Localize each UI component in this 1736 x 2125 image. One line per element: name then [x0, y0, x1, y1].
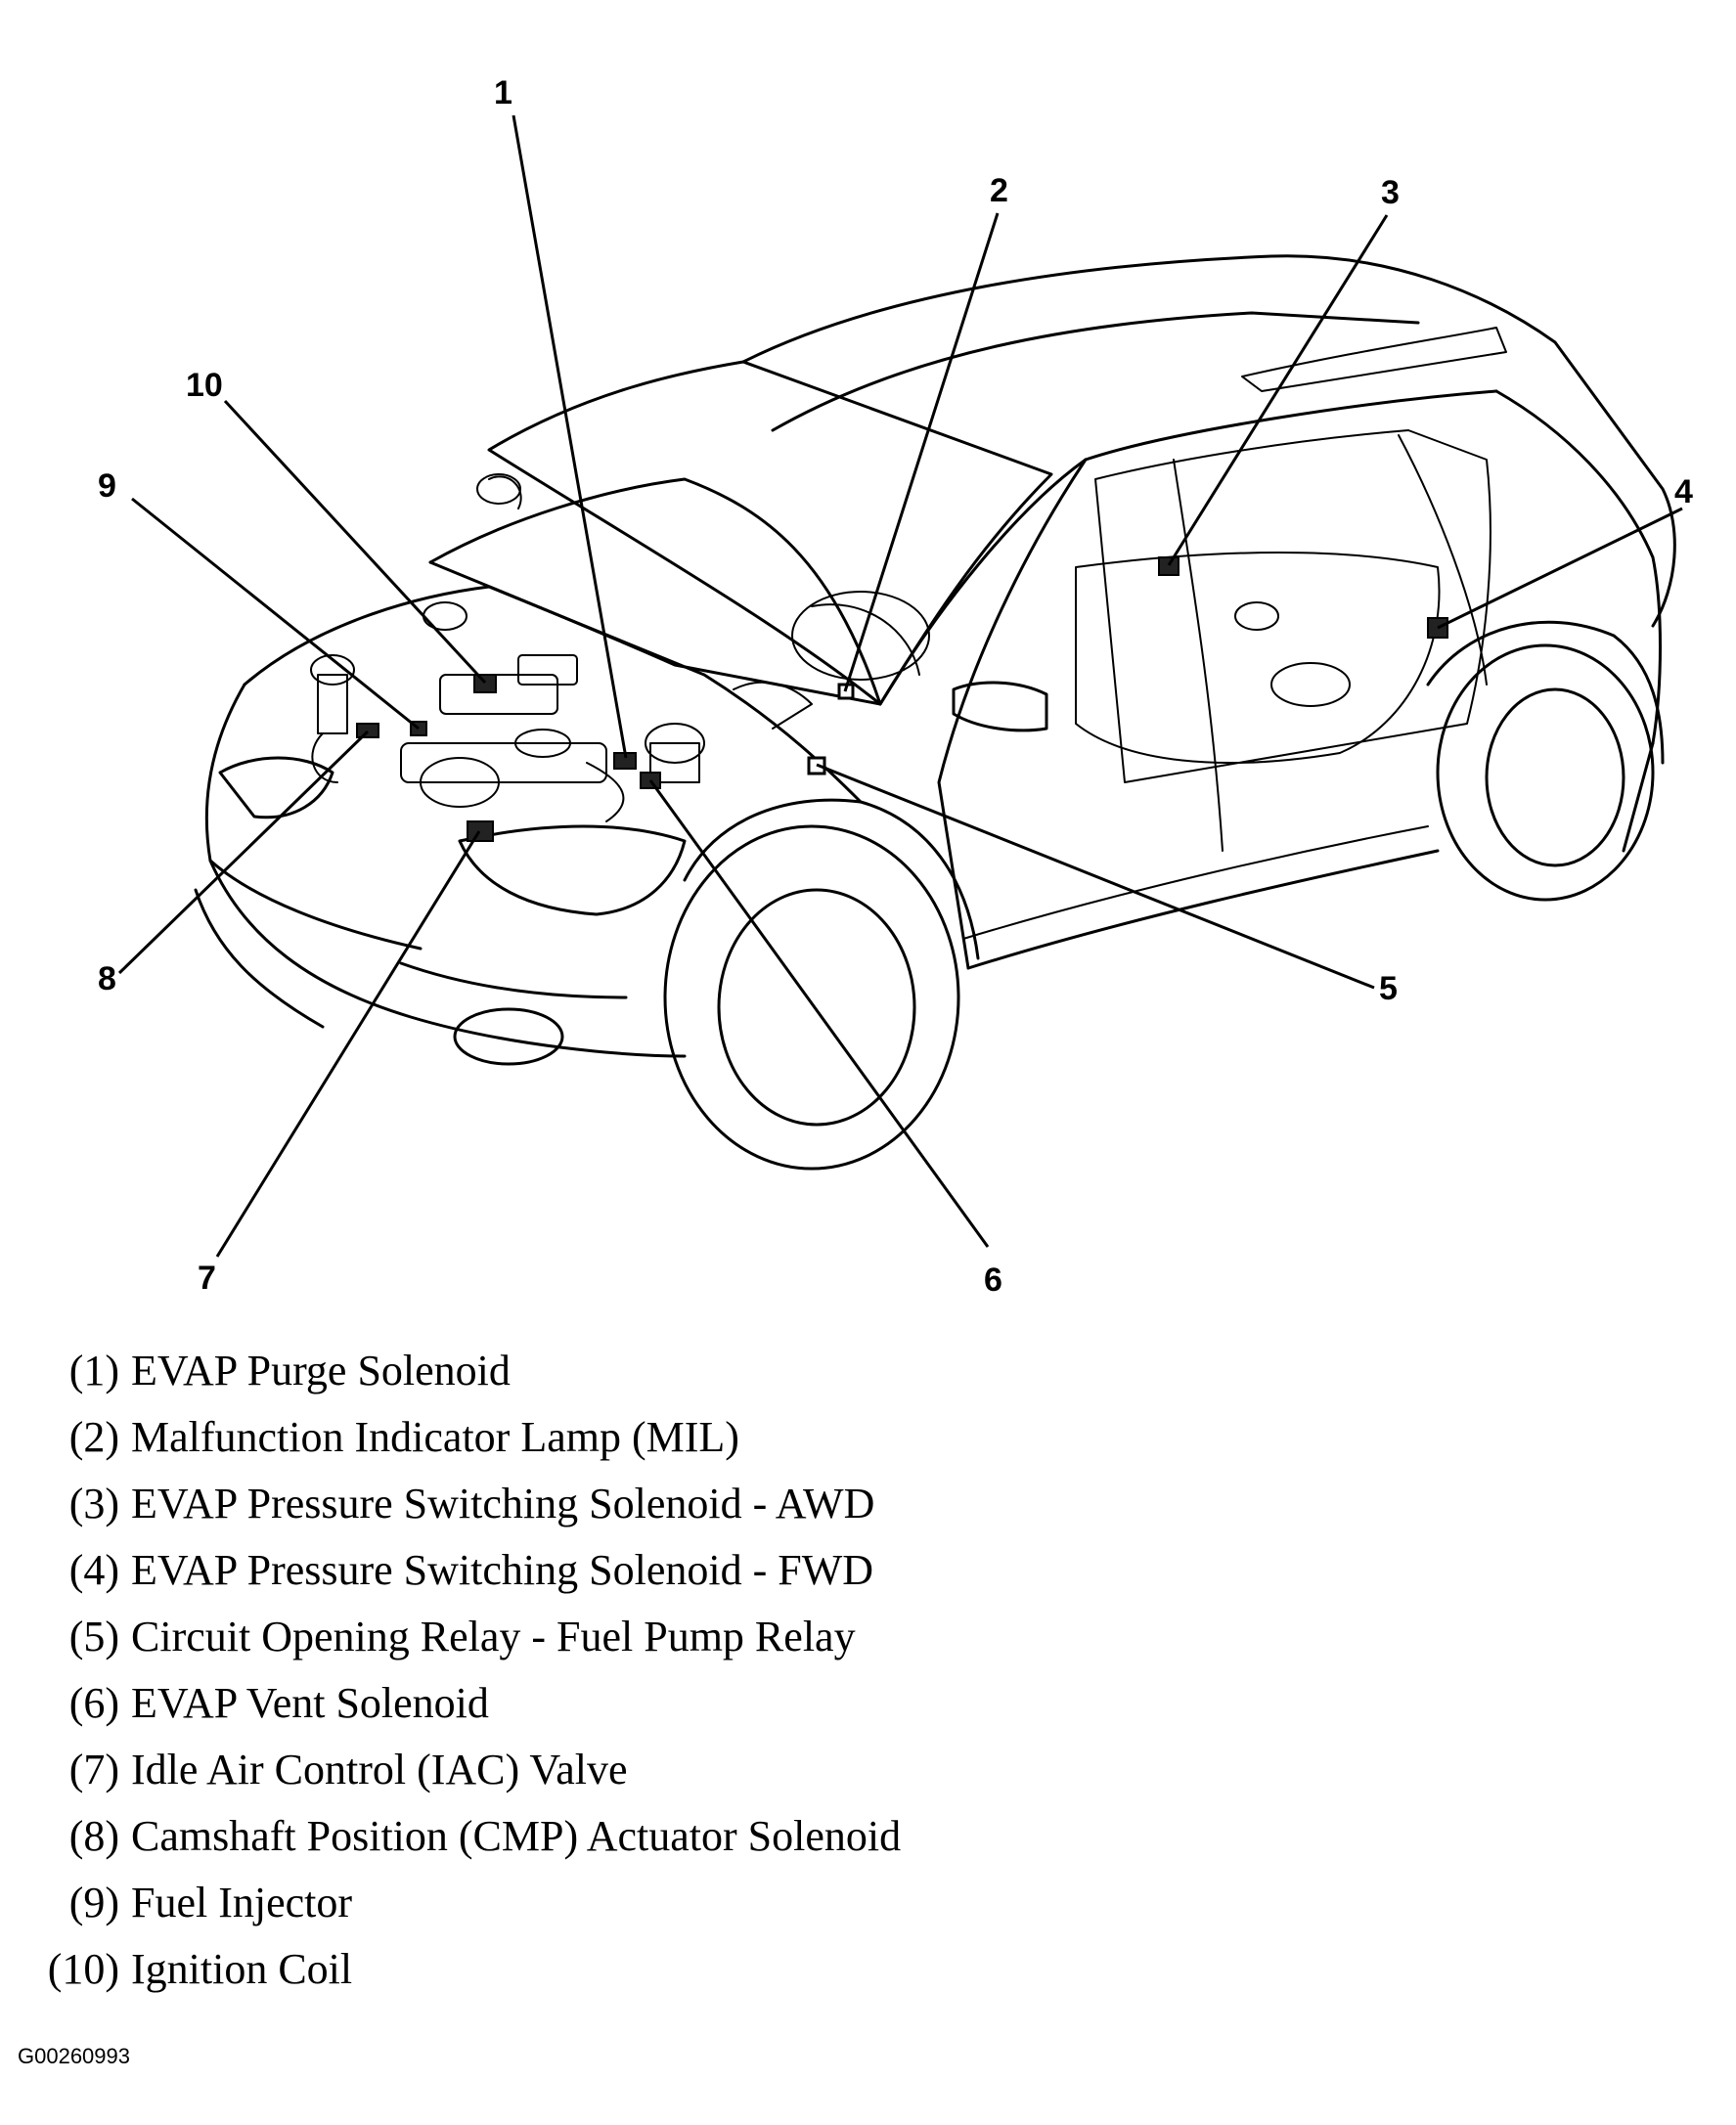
callout-number-4: 4: [1674, 473, 1693, 510]
legend-item: (3) EVAP Pressure Switching Solenoid - AW…: [35, 1471, 1307, 1537]
legend-number: (3): [68, 1480, 119, 1527]
leader-6: [648, 779, 990, 1248]
callout-numbers: 1 2 3 4 5 6 7 8 9 10: [98, 74, 1693, 1299]
legend-label: Malfunction Indicator Lamp (MIL): [131, 1413, 739, 1461]
legend-number: (1): [68, 1347, 119, 1395]
legend-item: (9) Fuel Injector: [35, 1870, 1307, 1936]
leader-1: [512, 114, 628, 759]
callout-number-6: 6: [984, 1262, 1002, 1299]
marker-ignition-coil: [473, 674, 497, 693]
legend-label: Circuit Opening Relay - Fuel Pump Relay: [131, 1613, 856, 1660]
legend-label: Ignition Coil: [131, 1945, 353, 1993]
marker-iac-valve: [467, 820, 494, 842]
legend-number: (4): [68, 1546, 119, 1594]
legend-item: (2)Malfunction Indicator Lamp (MIL): [35, 1404, 1307, 1471]
engine-bay-components: [310, 601, 813, 822]
legend-item: (4)EVAP Pressure Switching Solenoid - FW…: [35, 1537, 1307, 1604]
callout-number-5: 5: [1379, 970, 1398, 1007]
legend-number: (5): [68, 1613, 119, 1660]
leader-8: [117, 730, 370, 975]
legend-number: (9): [68, 1879, 119, 1926]
legend-item: (6)EVAP Vent Solenoid: [35, 1670, 1307, 1737]
legend-item: (7) Idle Air Control (IAC) Valve: [35, 1737, 1307, 1803]
figure-id: G00260993: [18, 2044, 130, 2068]
callout-number-10: 10: [186, 367, 223, 404]
callout-number-8: 8: [98, 960, 116, 997]
marker-evap-pressure-awd: [1158, 556, 1180, 576]
legend-item: (8)Camshaft Position (CMP) Actuator Sole…: [35, 1803, 1307, 1870]
legend-item: (10)Ignition Coil: [35, 1936, 1307, 2003]
legend-label: Fuel Injector: [131, 1879, 353, 1926]
legend-number: (2): [68, 1413, 119, 1461]
legend-label: Idle Air Control (IAC) Valve: [131, 1746, 628, 1793]
leader-10: [223, 399, 487, 685]
leader-2: [843, 212, 1000, 692]
leader-lines: [117, 114, 1683, 1258]
legend-number: (8): [68, 1812, 119, 1860]
legend-number: (6): [68, 1679, 119, 1727]
vehicle-component-diagram: 1 2 3 4 5 6 7 8 9 10: [98, 74, 1693, 1299]
callout-number-3: 3: [1381, 174, 1400, 211]
legend-label: EVAP Pressure Switching Solenoid - AWD: [131, 1480, 875, 1527]
legend-label: EVAP Vent Solenoid: [131, 1679, 489, 1727]
legend-number: (7): [68, 1746, 119, 1793]
callout-number-2: 2: [990, 172, 1008, 209]
legend-label: EVAP Pressure Switching Solenoid - FWD: [131, 1546, 873, 1594]
callout-number-7: 7: [198, 1260, 216, 1297]
legend-number: (10): [47, 1945, 119, 1993]
leader-4: [1437, 507, 1683, 630]
vehicle-outline: [194, 254, 1676, 1171]
marker-cmp-actuator-solenoid: [356, 723, 379, 738]
leader-7: [215, 830, 481, 1258]
legend-label: EVAP Purge Solenoid: [131, 1347, 511, 1395]
leader-3: [1167, 214, 1389, 566]
legend-item: (1)EVAP Purge Solenoid: [35, 1338, 1307, 1404]
callout-number-1: 1: [494, 74, 512, 111]
leader-5: [816, 763, 1375, 990]
legend-item: (5) Circuit Opening Relay - Fuel Pump Rel…: [35, 1604, 1307, 1670]
leader-9: [131, 497, 420, 730]
callout-number-9: 9: [98, 467, 116, 505]
component-legend: (1)EVAP Purge Solenoid (2)Malfunction In…: [35, 1338, 1307, 2003]
legend-label: Camshaft Position (CMP) Actuator Solenoi…: [131, 1812, 902, 1860]
